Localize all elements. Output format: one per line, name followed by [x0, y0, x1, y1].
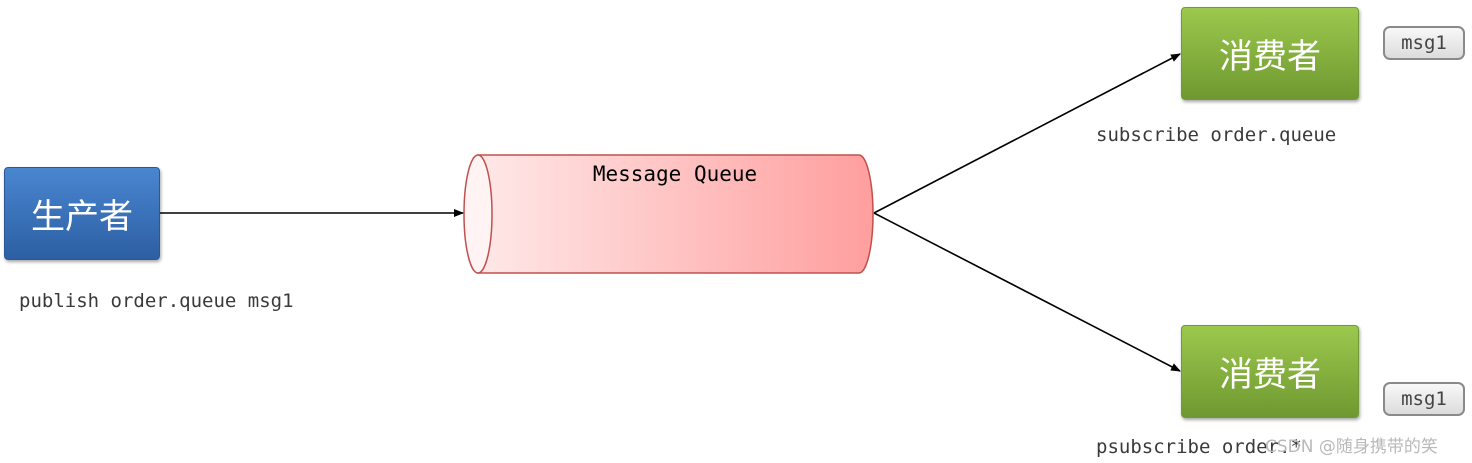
consumer-2-label: 消费者 — [1219, 355, 1321, 395]
message-tag-2: msg1 — [1383, 382, 1465, 416]
watermark: CSDN @随身携带的笑 — [1265, 437, 1438, 457]
message-queue-cylinder — [463, 154, 874, 274]
subscribe-command: subscribe order.queue — [1096, 124, 1337, 146]
producer-label: 生产者 — [31, 197, 133, 237]
arrow-queue-to-consumer-2 — [873, 212, 1181, 372]
psubscribe-command: psubscribe order.* — [1096, 436, 1302, 458]
consumer-1-label: 消费者 — [1219, 37, 1321, 77]
message-tag-1: msg1 — [1383, 26, 1465, 60]
consumer-box-2: 消费者 — [1181, 325, 1359, 418]
publish-command: publish order.queue msg1 — [19, 290, 294, 312]
arrow-queue-to-consumer-1 — [873, 53, 1181, 214]
producer-box: 生产者 — [4, 167, 160, 260]
queue-label: Message Queue — [592, 162, 758, 186]
consumer-box-1: 消费者 — [1181, 7, 1359, 100]
